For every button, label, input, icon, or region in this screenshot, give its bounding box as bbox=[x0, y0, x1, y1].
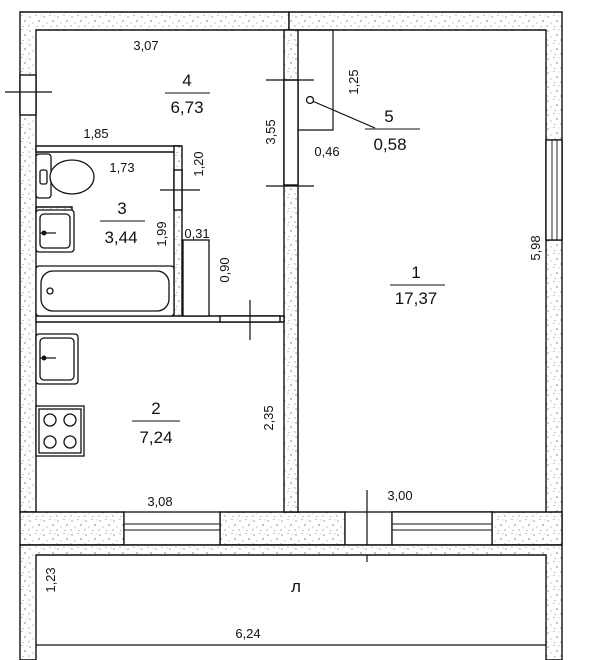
dim-partition-height: 0,90 bbox=[217, 257, 232, 282]
dim-living-width: 3,00 bbox=[387, 488, 412, 503]
wall-bottom-left bbox=[19, 511, 125, 546]
windows bbox=[123, 139, 563, 546]
bathtub bbox=[35, 265, 175, 317]
dim-kitchen-height: 2,35 bbox=[261, 405, 276, 430]
wall-bottom-mid bbox=[219, 511, 346, 546]
dim-balcony-depth: 1,23 bbox=[43, 567, 58, 592]
door-lines bbox=[5, 79, 376, 562]
room-5-number: 5 bbox=[384, 107, 393, 126]
dim-kitchen-width: 3,08 bbox=[147, 494, 172, 509]
kitchen-sink bbox=[35, 333, 79, 385]
room-labels: 4 6,73 5 0,58 3 3,44 1 17,37 2 7,24 л bbox=[100, 71, 445, 596]
room-4-number: 4 bbox=[182, 71, 191, 90]
bath-sink bbox=[35, 209, 75, 253]
left-entry-gap bbox=[19, 74, 37, 116]
partition-block bbox=[182, 239, 210, 317]
wall-top-right bbox=[288, 11, 563, 546]
room-1-area: 17,37 bbox=[395, 289, 438, 308]
balcony bbox=[19, 544, 563, 660]
dim-top-left-width: 3,07 bbox=[133, 38, 158, 53]
window-kitchen bbox=[123, 511, 221, 546]
room-5-area: 0,58 bbox=[373, 135, 406, 154]
closet-outline bbox=[298, 29, 334, 131]
hall-living-door-gap bbox=[283, 79, 299, 186]
room-3-area: 3,44 bbox=[104, 228, 137, 247]
room-4-area: 6,73 bbox=[170, 98, 203, 117]
window-balcony-door bbox=[344, 511, 393, 546]
dim-corridor-small-height: 1,25 bbox=[346, 69, 361, 94]
window-living bbox=[391, 511, 493, 546]
dim-living-height: 5,98 bbox=[528, 235, 543, 260]
dim-wc-door-height: 1,20 bbox=[191, 151, 206, 176]
dim-bath-height: 1,99 bbox=[154, 221, 169, 246]
room-2-area: 7,24 bbox=[139, 428, 172, 447]
balcony-label: л bbox=[291, 577, 301, 596]
wall-hall-bath-top bbox=[35, 145, 181, 153]
dimension-labels: 3,07 1,25 3,55 0,46 1,85 1,73 1,20 1,99 … bbox=[43, 38, 543, 641]
toilet bbox=[35, 153, 95, 199]
room-1-number: 1 bbox=[411, 263, 420, 282]
room-2-number: 2 bbox=[151, 399, 160, 418]
dim-closet-depth: 0,46 bbox=[314, 144, 339, 159]
dim-hall-height: 3,55 bbox=[263, 119, 278, 144]
dim-hall-lower-width: 1,85 bbox=[83, 126, 108, 141]
room-3-number: 3 bbox=[117, 199, 126, 218]
stove bbox=[35, 405, 85, 457]
wall-bottom-corner bbox=[491, 511, 563, 546]
window-living-right bbox=[545, 139, 563, 241]
dim-partition-thickness: 0,31 bbox=[184, 226, 209, 241]
dim-wc-width: 1,73 bbox=[109, 160, 134, 175]
dim-balcony-width: 6,24 bbox=[235, 626, 260, 641]
